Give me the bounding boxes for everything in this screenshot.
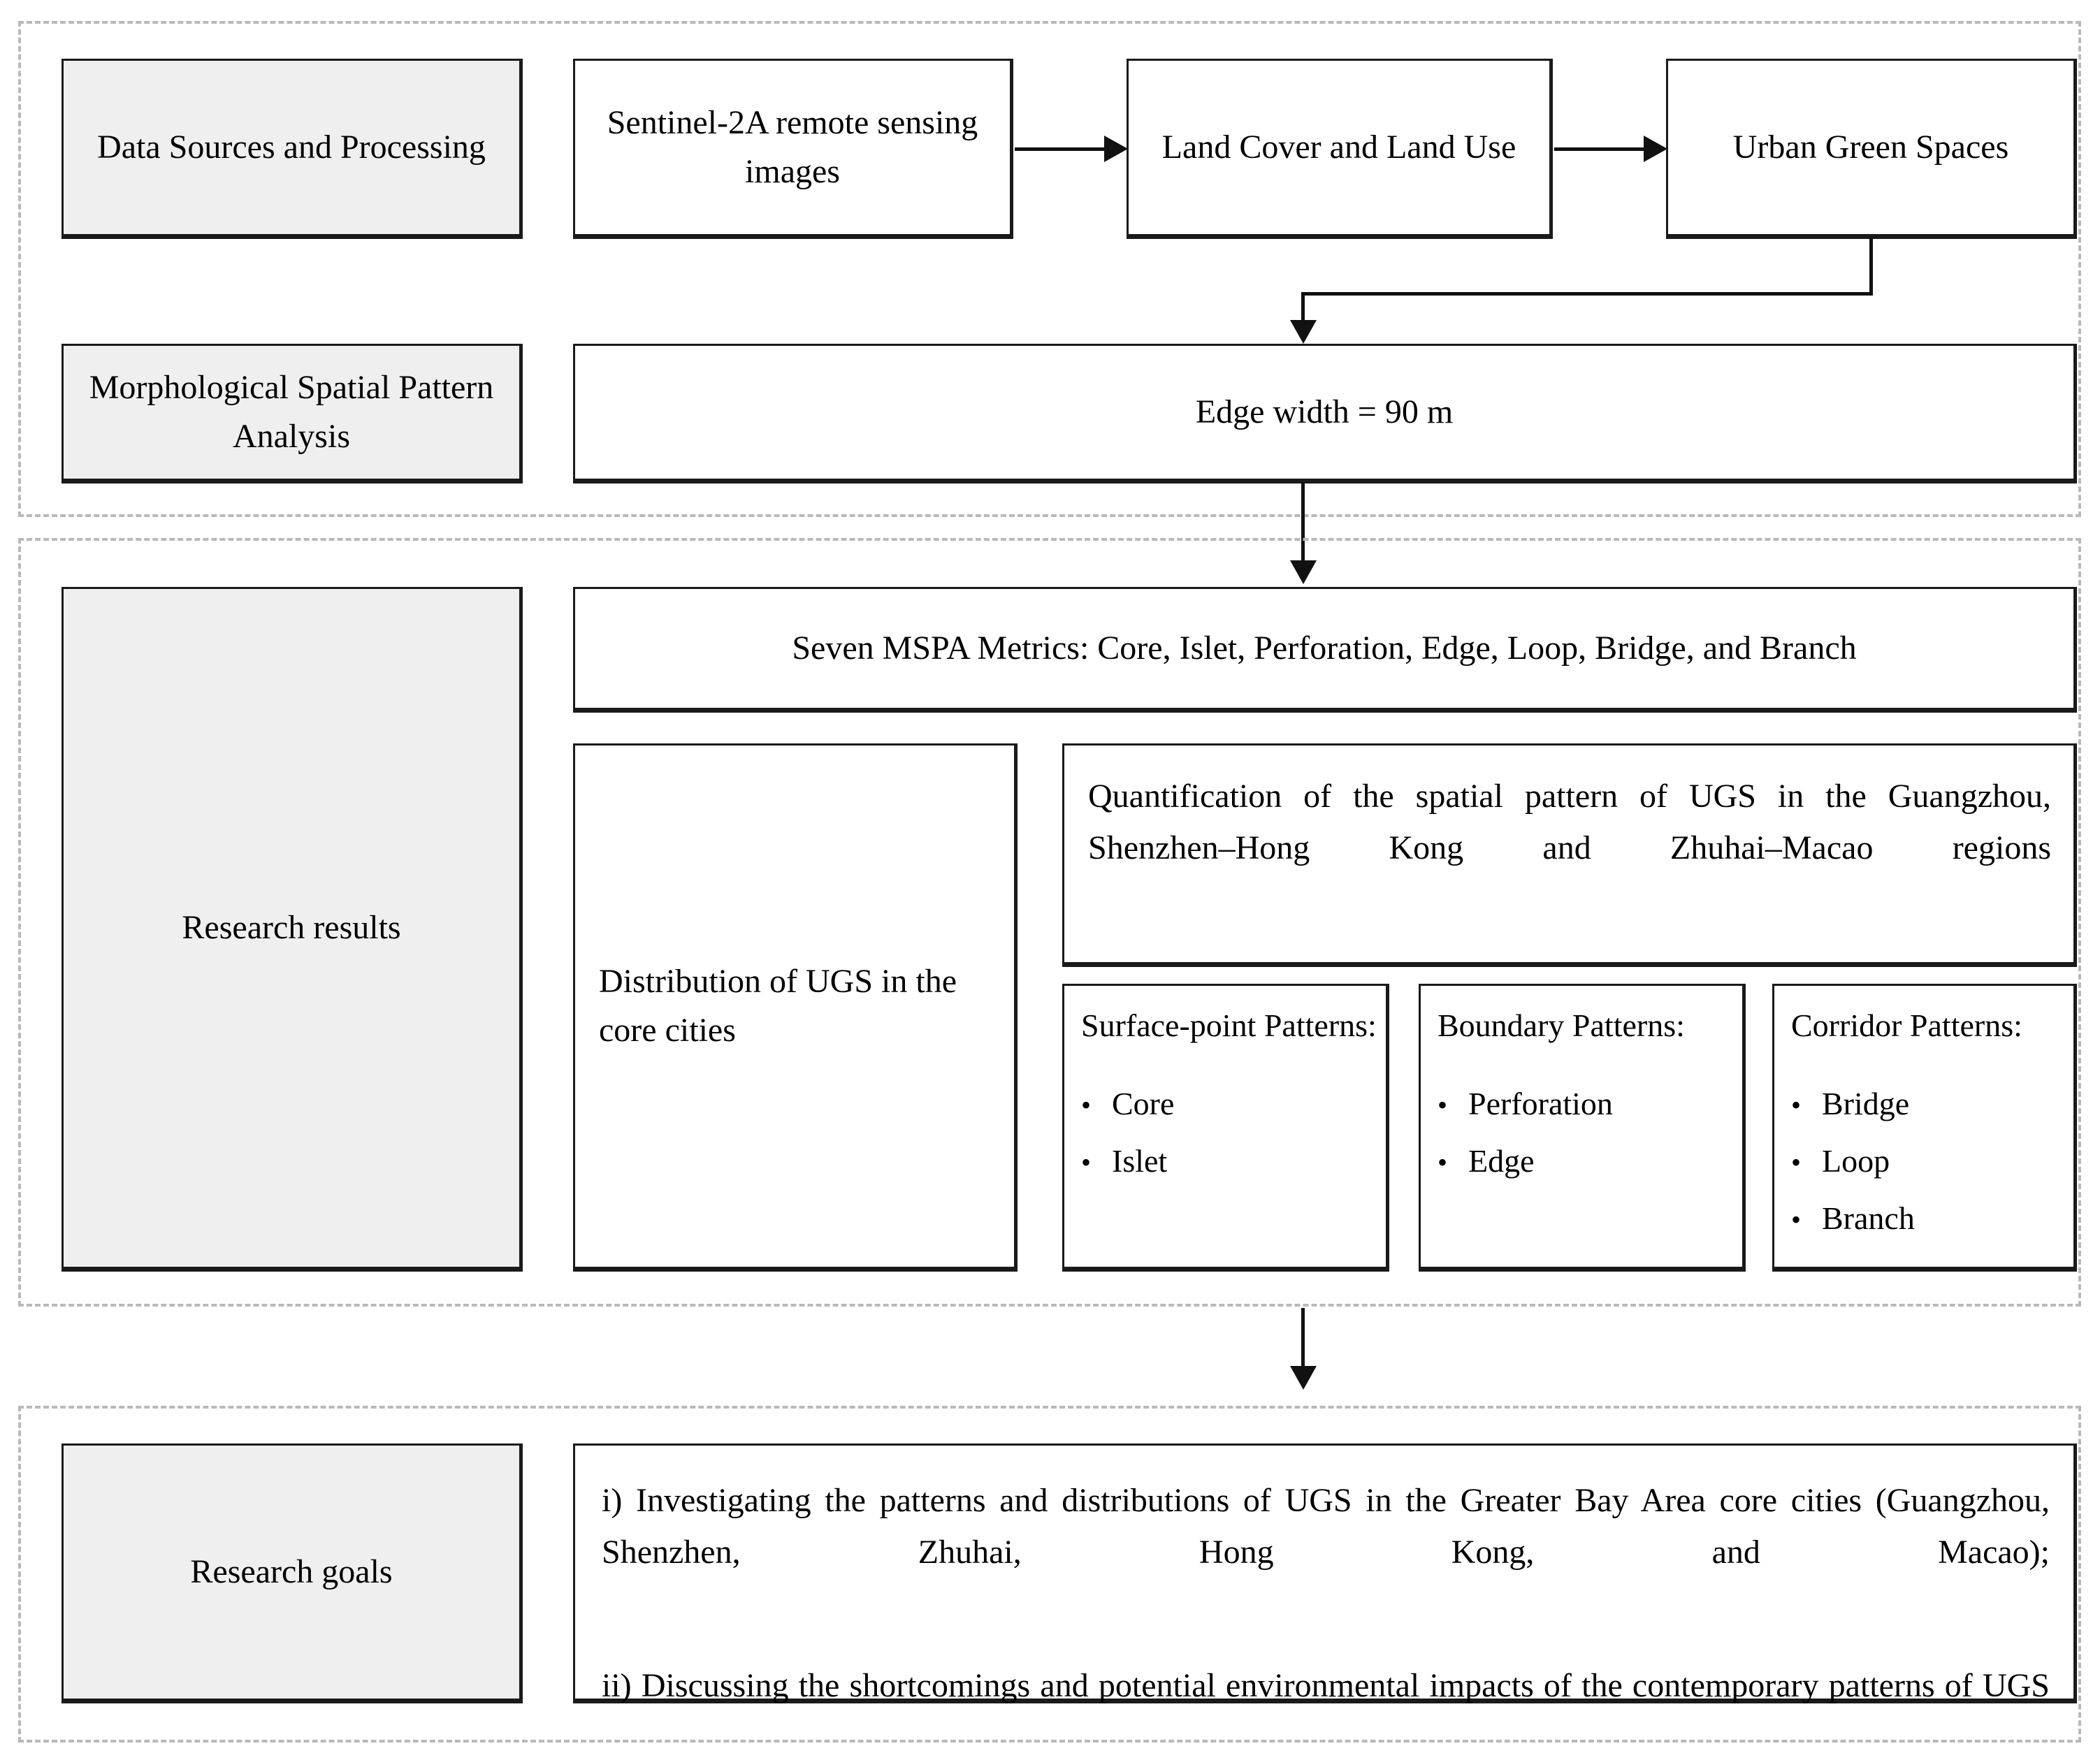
seven-mspa-metrics-text: Seven MSPA Metrics: Core, Islet, Perfora…	[792, 630, 1857, 667]
arrowhead-sentinel-to-landcover	[1104, 136, 1128, 162]
group-data-sources-and-mspa	[18, 21, 2081, 517]
pattern-group-surface-point: Surface-point Patterns: • Core • Islet	[1062, 984, 1389, 1272]
pattern-item: • Bridge	[1791, 1088, 2073, 1120]
pattern-item-label: Loop	[1822, 1143, 1890, 1179]
stage-label-research-goals-text: Research goals	[190, 1553, 393, 1591]
research-goal-item: ii) Discussing the shortcomings and pote…	[602, 1667, 2050, 1705]
mspa-parameter-text: Edge width = 90 m	[1195, 393, 1454, 431]
pattern-item-label: Core	[1112, 1086, 1175, 1122]
pattern-item: • Islet	[1081, 1145, 1386, 1177]
arrowhead-results-to-goals	[1290, 1366, 1317, 1390]
connector-sentinel-to-landcover	[1015, 147, 1106, 151]
pattern-item: • Core	[1081, 1088, 1386, 1120]
stage-label-research-results-text: Research results	[182, 909, 401, 947]
stage-label-data-sources: Data Sources and Processing	[61, 59, 523, 239]
connector-edgewidth-to-metrics	[1301, 482, 1305, 567]
arrowhead-ugs-to-edgewidth	[1290, 320, 1317, 344]
step-urban-green-spaces-text: Urban Green Spaces	[1732, 129, 2009, 166]
bullet-icon: •	[1438, 1147, 1448, 1179]
quantification-text: Quantification of the spatial pattern of…	[1088, 778, 2051, 867]
pattern-item-label: Branch	[1822, 1200, 1915, 1237]
arrowhead-edgewidth-to-metrics	[1290, 560, 1317, 584]
step-land-cover-land-use-text: Land Cover and Land Use	[1161, 129, 1516, 166]
pattern-item-label: Edge	[1468, 1143, 1535, 1179]
step-land-cover-land-use: Land Cover and Land Use	[1127, 59, 1553, 239]
connector-landcover-to-ugs	[1554, 147, 1645, 151]
pattern-group-corridor: Corridor Patterns: • Bridge • Loop • Bra…	[1772, 984, 2077, 1272]
research-goals-content-box: i) Investigating the patterns and distri…	[573, 1443, 2077, 1704]
connector-ugs-down-segment	[1869, 238, 1873, 293]
seven-mspa-metrics-banner: Seven MSPA Metrics: Core, Islet, Perfora…	[573, 587, 2077, 713]
step-urban-green-spaces: Urban Green Spaces	[1666, 59, 2077, 239]
pattern-item-label: Bridge	[1822, 1086, 1910, 1122]
pattern-item-label: Islet	[1112, 1143, 1168, 1179]
connector-ugs-left-segment	[1301, 292, 1873, 296]
distribution-of-ugs-box: Distribution of UGS in the core cities	[573, 743, 1018, 1272]
bullet-icon: •	[1791, 1089, 1802, 1121]
bullet-icon: •	[1438, 1089, 1448, 1121]
step-sentinel-2a-text: Sentinel-2A remote sensing images	[607, 104, 978, 190]
pattern-group-boundary-inner: Boundary Patterns: • Perforation • Edge	[1421, 986, 1742, 1202]
bullet-icon: •	[1791, 1204, 1802, 1236]
connector-results-to-goals	[1301, 1308, 1305, 1371]
pattern-item-label: Perforation	[1468, 1086, 1613, 1122]
pattern-item: • Branch	[1791, 1202, 2073, 1235]
pattern-group-boundary: Boundary Patterns: • Perforation • Edge	[1419, 984, 1746, 1272]
stage-label-research-goals: Research goals	[61, 1443, 523, 1703]
pattern-group-surface-point-inner: Surface-point Patterns: • Core • Islet	[1064, 986, 1386, 1202]
bullet-icon: •	[1791, 1147, 1802, 1179]
connector-ugs-to-edgewidth-down	[1301, 292, 1305, 324]
group-research-results	[18, 538, 2081, 1307]
pattern-group-corridor-title: Corridor Patterns:	[1791, 1008, 2022, 1043]
bullet-icon: •	[1081, 1089, 1092, 1121]
mspa-parameter-box: Edge width = 90 m	[573, 344, 2077, 483]
stage-label-data-sources-text: Data Sources and Processing	[97, 129, 486, 166]
stage-label-mspa: Morphological Spatial Pattern Analysis	[61, 344, 523, 483]
step-sentinel-2a: Sentinel-2A remote sensing images	[573, 59, 1013, 239]
stage-label-research-results: Research results	[61, 587, 523, 1272]
bullet-icon: •	[1081, 1147, 1092, 1179]
pattern-group-boundary-title: Boundary Patterns:	[1438, 1008, 1685, 1043]
pattern-group-surface-point-title: Surface-point Patterns:	[1081, 1008, 1377, 1043]
pattern-group-corridor-inner: Corridor Patterns: • Bridge • Loop • Bra…	[1774, 986, 2073, 1260]
distribution-of-ugs-text: Distribution of UGS in the core cities	[599, 963, 957, 1049]
pattern-item: • Edge	[1438, 1145, 1742, 1177]
stage-label-mspa-text: Morphological Spatial Pattern Analysis	[89, 369, 494, 455]
arrowhead-landcover-to-ugs	[1644, 136, 1667, 162]
group-research-goals	[18, 1406, 2081, 1743]
research-goal-item: i) Investigating the patterns and distri…	[602, 1482, 2050, 1571]
pattern-item: • Perforation	[1438, 1088, 1742, 1120]
pattern-item: • Loop	[1791, 1145, 2073, 1177]
quantification-box: Quantification of the spatial pattern of…	[1062, 743, 2077, 967]
